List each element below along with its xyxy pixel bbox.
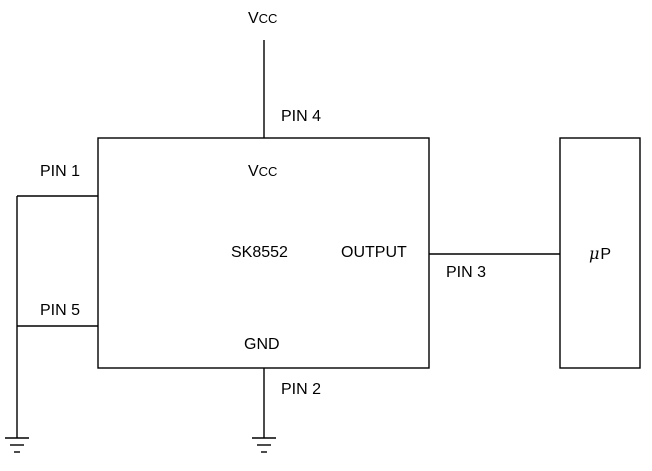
- pin5-label: PIN 5: [40, 302, 80, 319]
- pin3-label: PIN 3: [446, 264, 486, 281]
- pin2-label: PIN 2: [281, 381, 321, 398]
- pin4-label: PIN 4: [281, 108, 321, 125]
- chip-gnd-label: GND: [244, 336, 280, 353]
- supply-vcc-label: VCC: [248, 10, 277, 27]
- pin1-label: PIN 1: [40, 163, 80, 180]
- microprocessor-box: [559, 137, 641, 369]
- chip-output-label: OUTPUT: [341, 244, 407, 261]
- microprocessor-label: μP: [589, 244, 611, 263]
- pin2-ground-icon: [252, 437, 276, 453]
- left-ground-icon: [5, 437, 29, 453]
- chip-vcc-label: VCC: [248, 163, 277, 180]
- chip-name-label: SK8552: [231, 244, 288, 261]
